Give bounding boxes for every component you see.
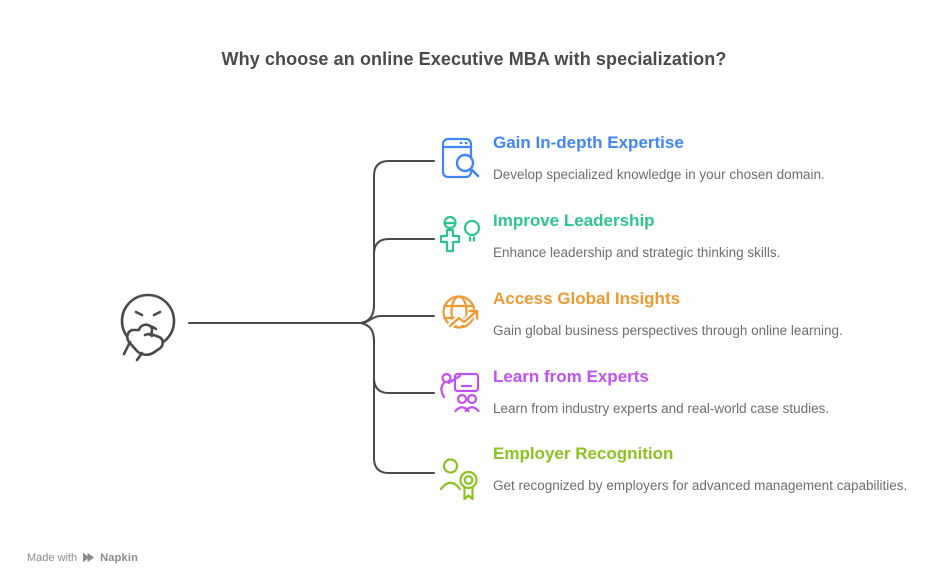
benefit-description: Develop specialized knowledge in your ch… <box>493 167 825 182</box>
benefit-item-expertise: Gain In-depth Expertise Develop speciali… <box>438 133 825 185</box>
benefit-item-experts: Learn from Experts Learn from industry e… <box>438 367 829 419</box>
person-idea-icon <box>438 214 482 258</box>
benefit-text: Employer Recognition Get recognized by e… <box>493 444 907 496</box>
benefit-item-global-insights: Access Global Insights Gain global busin… <box>438 289 843 341</box>
presentation-icon <box>438 370 482 414</box>
benefit-description: Learn from industry experts and real-wor… <box>493 401 830 416</box>
benefit-heading: Learn from Experts <box>493 367 649 386</box>
person-award-icon <box>438 458 482 502</box>
benefit-text: Gain In-depth Expertise Develop speciali… <box>493 133 825 185</box>
benefit-description: Enhance leadership and strategic thinkin… <box>493 245 781 260</box>
globe-growth-icon <box>438 292 482 336</box>
page-title: Why choose an online Executive MBA with … <box>221 49 727 69</box>
benefit-description: Get recognized by employers for advanced… <box>493 478 908 493</box>
book-search-icon <box>438 136 482 180</box>
benefit-heading: Gain In-depth Expertise <box>493 133 684 152</box>
benefit-text: Access Global Insights Gain global busin… <box>493 289 843 341</box>
benefit-heading: Improve Leadership <box>493 211 655 230</box>
napkin-brand-label: Napkin <box>100 551 139 564</box>
napkin-logo-icon <box>83 552 95 563</box>
benefit-item-leadership: Improve Leadership Enhance leadership an… <box>438 211 780 263</box>
benefit-heading: Access Global Insights <box>493 289 681 308</box>
made-with-label: Made with <box>27 551 78 564</box>
benefit-heading: Employer Recognition <box>493 444 674 463</box>
thinking-face-icon <box>120 293 176 362</box>
benefit-text: Improve Leadership Enhance leadership an… <box>493 211 780 263</box>
benefit-description: Gain global business perspectives throug… <box>493 323 843 338</box>
benefit-item-recognition: Employer Recognition Get recognized by e… <box>438 444 907 502</box>
benefit-text: Learn from Experts Learn from industry e… <box>493 367 829 419</box>
made-with-napkin-watermark: Made with Napkin <box>27 551 138 564</box>
